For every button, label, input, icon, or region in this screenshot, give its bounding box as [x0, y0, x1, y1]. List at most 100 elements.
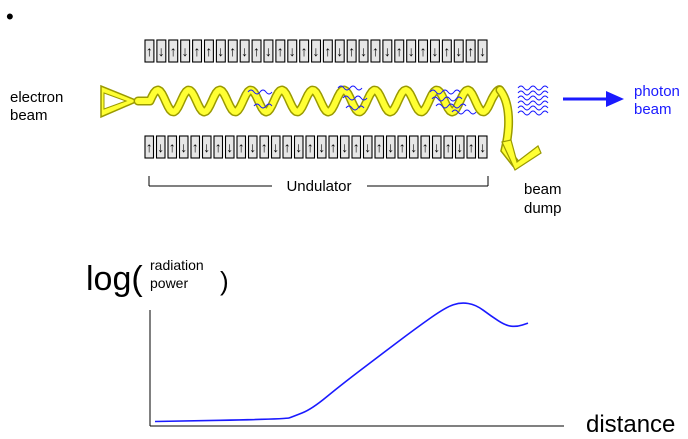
chart-series-line: [154, 302, 529, 423]
bottom-magnet-arrow: ↓: [410, 139, 417, 155]
chart-xlabel: distance: [586, 411, 675, 438]
top-magnet: [203, 39, 214, 63]
beam-dump-label: beam dump: [524, 181, 566, 217]
top-magnet: [275, 39, 286, 63]
bottom-magnet: [259, 135, 270, 159]
bottom-magnet: [420, 135, 431, 159]
top-magnet-arrow: ↑: [467, 43, 474, 59]
bottom-magnet: [316, 135, 327, 159]
bottom-magnet: [224, 135, 235, 159]
bottom-magnet: [155, 135, 166, 159]
bottom-magnet-arrow: ↑: [422, 139, 429, 155]
bottom-magnet: [201, 135, 212, 159]
top-magnet-arrow: ↓: [384, 43, 391, 59]
top-magnet: [251, 39, 262, 63]
top-magnet-arrow: ↓: [432, 43, 439, 59]
bottom-magnet: [247, 135, 258, 159]
top-magnet: [370, 39, 381, 63]
top-magnet-arrow: ↑: [253, 43, 260, 59]
top-magnet-arrow: ↑: [194, 43, 201, 59]
bottom-magnet-arrow: ↑: [376, 139, 383, 155]
bottom-magnet: [385, 135, 396, 159]
bottom-magnet-arrow: ↑: [261, 139, 268, 155]
bottom-magnet: [293, 135, 304, 159]
top-magnet-arrow: ↓: [289, 43, 296, 59]
top-magnet: [406, 39, 417, 63]
bottom-magnet-arrow: ↑: [238, 139, 245, 155]
bottom-magnet-arrow: ↓: [433, 139, 440, 155]
photon-beam-label: photon beam: [634, 83, 684, 118]
bottom-magnet-arrow: ↓: [249, 139, 256, 155]
top-magnet-arrow: ↓: [265, 43, 272, 59]
bottom-magnet-arrow: ↓: [203, 139, 210, 155]
bottom-magnet: [282, 135, 293, 159]
top-magnet: [394, 39, 405, 63]
chart-plot-area: [154, 302, 529, 423]
top-magnet: [346, 39, 357, 63]
bottom-magnet-arrow: ↓: [272, 139, 279, 155]
bottom-magnet-arrow: ↓: [318, 139, 325, 155]
top-magnet: [227, 39, 238, 63]
bottom-magnet-arrow: ↑: [192, 139, 199, 155]
top-magnet-arrow: ↑: [420, 43, 427, 59]
undulator-label: Undulator: [286, 178, 351, 195]
bottom-magnet: [397, 135, 408, 159]
bottom-magnet-arrow: ↑: [399, 139, 406, 155]
bottom-magnet: [144, 135, 155, 159]
top-magnet: [215, 39, 226, 63]
bottom-magnet-arrow: ↓: [479, 139, 486, 155]
top-magnet-arrow: ↓: [408, 43, 415, 59]
bottom-magnet-arrow: ↓: [364, 139, 371, 155]
bottom-magnet-arrow: ↓: [226, 139, 233, 155]
bottom-magnet-arrow: ↓: [180, 139, 187, 155]
chart-ylabel-suffix: ): [220, 266, 229, 296]
top-magnet-arrow: ↑: [146, 43, 153, 59]
top-magnet: [441, 39, 452, 63]
bottom-magnet: [178, 135, 189, 159]
bottom-magnet-arrow: ↑: [330, 139, 337, 155]
bottom-magnet: [236, 135, 247, 159]
top-magnet: [382, 39, 393, 63]
top-magnet: [453, 39, 464, 63]
top-magnet: [192, 39, 203, 63]
top-magnet-arrow: ↓: [336, 43, 343, 59]
top-magnet-arrow: ↓: [182, 43, 189, 59]
bottom-magnet: [167, 135, 178, 159]
top-magnet-arrow: ↑: [301, 43, 308, 59]
chart-ylabel-words: radiation power: [150, 257, 208, 291]
top-magnet-arrow: ↑: [324, 43, 331, 59]
bottom-magnet: [305, 135, 316, 159]
top-magnet: [180, 39, 191, 63]
top-magnet-arrow: ↓: [158, 43, 165, 59]
bottom-magnet: [328, 135, 339, 159]
top-magnet: [287, 39, 298, 63]
top-magnet: [358, 39, 369, 63]
photon-beam-arrow-icon: [563, 91, 624, 107]
top-magnet: [429, 39, 440, 63]
top-magnet: [168, 39, 179, 63]
chart-axes: [149, 310, 564, 427]
bottom-magnet: [431, 135, 442, 159]
bottom-magnet-arrow: ↓: [387, 139, 394, 155]
bottom-magnet-arrow: ↑: [353, 139, 360, 155]
top-magnet: [239, 39, 250, 63]
bottom-magnet: [454, 135, 465, 159]
photon-bunch-icon: [517, 85, 549, 116]
top-magnet-arrow: ↑: [205, 43, 212, 59]
top-magnet: [144, 39, 155, 63]
emitted-photons-icon: [247, 85, 477, 115]
bottom-magnet-arrow: ↑: [284, 139, 291, 155]
top-magnet-arrow: ↑: [443, 43, 450, 59]
top-magnet-arrow: ↑: [396, 43, 403, 59]
undulator-bracket: [148, 176, 489, 187]
top-magnet-arrow: ↓: [455, 43, 462, 59]
top-magnet-arrow: ↓: [217, 43, 224, 59]
electron-beam-label: electron beam: [10, 89, 68, 124]
top-magnet-arrow: ↑: [229, 43, 236, 59]
bottom-magnet-arrow: ↑: [215, 139, 222, 155]
top-magnet: [156, 39, 167, 63]
top-magnet-arrow: ↓: [360, 43, 367, 59]
bottom-magnet: [466, 135, 477, 159]
